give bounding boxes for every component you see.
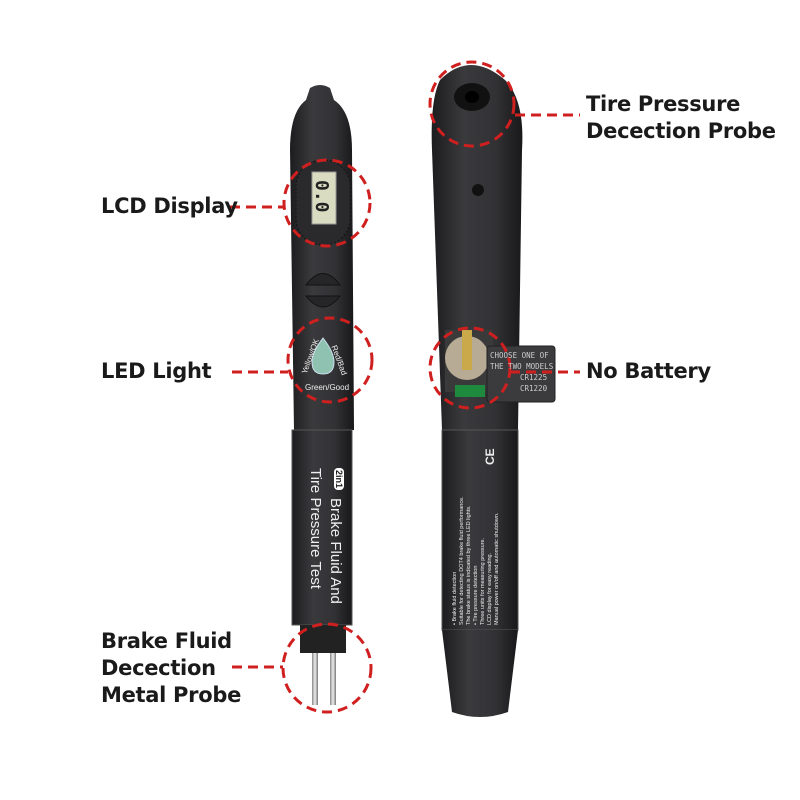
instruction-line: • Brake fluid detection — [452, 571, 458, 625]
callout-line-text: Metal Probe — [101, 683, 242, 707]
callout-line-text: Tire Pressure — [586, 92, 741, 116]
lcd-screen — [311, 171, 337, 225]
callout-circle-led — [286, 316, 374, 404]
callout-circle-battery — [428, 326, 512, 410]
instruction-line: • Tire pressure detection — [473, 565, 479, 625]
instruction-line: Manual power on/off and automatic shutdo… — [494, 512, 500, 625]
front-title-line-1: Brake Fluid And — [327, 498, 344, 604]
instruction-line: The brake status is indicated by three L… — [466, 505, 472, 625]
callout-brake-probe: Brake Fluid Decection Metal Probe — [101, 628, 241, 709]
battery-model: CR1225 — [520, 373, 548, 382]
ce-mark: CE — [483, 448, 497, 465]
screw-icon — [472, 184, 484, 196]
led-light — [311, 337, 335, 375]
instructions: • Brake fluid detection Suitable for det… — [452, 496, 501, 625]
front-title-line-2: Tire Pressure Test — [307, 468, 324, 589]
callout-led-light: LED Light — [101, 359, 212, 383]
battery-model: CR1220 — [520, 384, 548, 393]
callout-circle-tire-probe — [428, 60, 516, 148]
callout-tire-probe: Tire Pressure Decection Probe — [586, 91, 776, 145]
battery-label-line: CHOOSE ONE OF — [490, 351, 549, 360]
button-up[interactable] — [305, 273, 341, 286]
led-label-green: Green/Good — [305, 383, 350, 392]
callout-no-battery: No Battery — [586, 359, 711, 383]
battery-label: CHOOSE ONE OF THE TWO MODELS CR1225 CR12… — [490, 350, 553, 394]
callout-line-text: Decection — [101, 656, 216, 680]
probe-pin — [330, 653, 336, 705]
callout-circle-brake-probe — [281, 622, 373, 714]
instruction-line: Suitable for detecting DOT4 brake fluid … — [459, 496, 465, 625]
lcd-reading: 0.0 — [311, 180, 332, 213]
instruction-line: LCD display for easy reading. — [487, 552, 493, 625]
front-device — [290, 85, 354, 705]
callout-line-text: Decection Probe — [586, 119, 776, 143]
callout-circle-lcd — [282, 158, 372, 248]
badge-2in1: 2in1 — [334, 468, 344, 491]
instruction-line: Three units for measuring pressure. — [480, 537, 486, 625]
callout-line-text: Brake Fluid — [101, 629, 232, 653]
battery-label-line: THE TWO MODELS — [490, 362, 554, 371]
probe-pin — [312, 653, 318, 705]
callout-lcd-display: LCD Display — [101, 194, 238, 218]
button-down[interactable] — [304, 295, 342, 308]
